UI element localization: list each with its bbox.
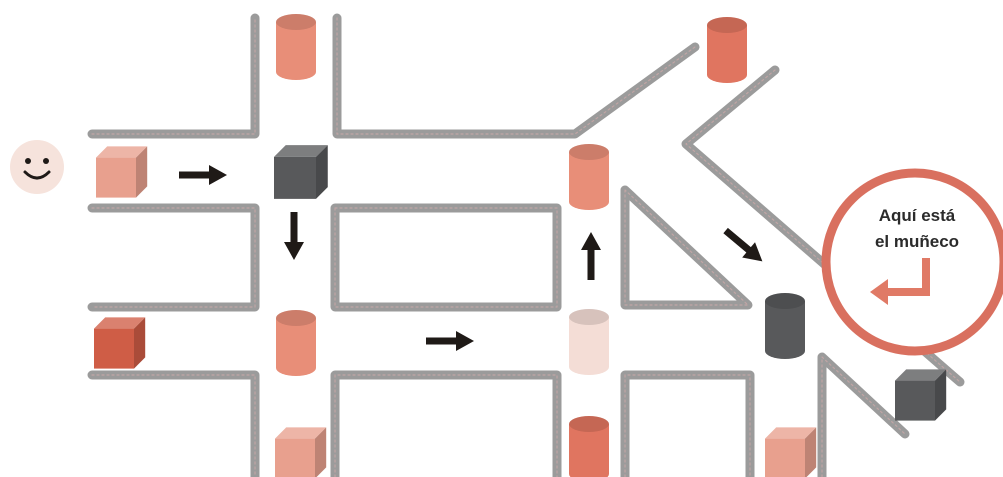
callout-ring: [821, 168, 1003, 356]
objects-layer: [94, 14, 947, 477]
callout-line-1: Aquí está: [879, 206, 956, 225]
cylinder-light: [276, 14, 316, 80]
arrow-icon: [581, 232, 601, 280]
cylinder-pale: [569, 309, 609, 375]
cylinder-red: [569, 416, 609, 477]
callout: Aquí está el muñeco: [821, 168, 1003, 356]
cube-light: [275, 427, 327, 477]
arrow-icon: [179, 165, 227, 185]
cylinder-light: [276, 310, 316, 376]
cube-gray: [274, 145, 328, 199]
arrow-icon: [723, 227, 763, 262]
cube-gray: [895, 369, 947, 421]
smiley-face-icon: [10, 140, 64, 194]
callout-line-2: el muñeco: [875, 232, 959, 251]
turn-left-arrow-icon: [870, 258, 930, 305]
cylinder-red: [707, 17, 747, 83]
cylinder-gray: [765, 293, 805, 359]
road-wall-highlights: [91, 17, 961, 477]
cube-light: [765, 427, 817, 477]
cube-red: [94, 317, 146, 369]
arrow-icon: [426, 331, 474, 351]
cylinder-light: [569, 144, 609, 210]
cube-light: [96, 146, 148, 198]
arrow-icon: [284, 212, 304, 260]
